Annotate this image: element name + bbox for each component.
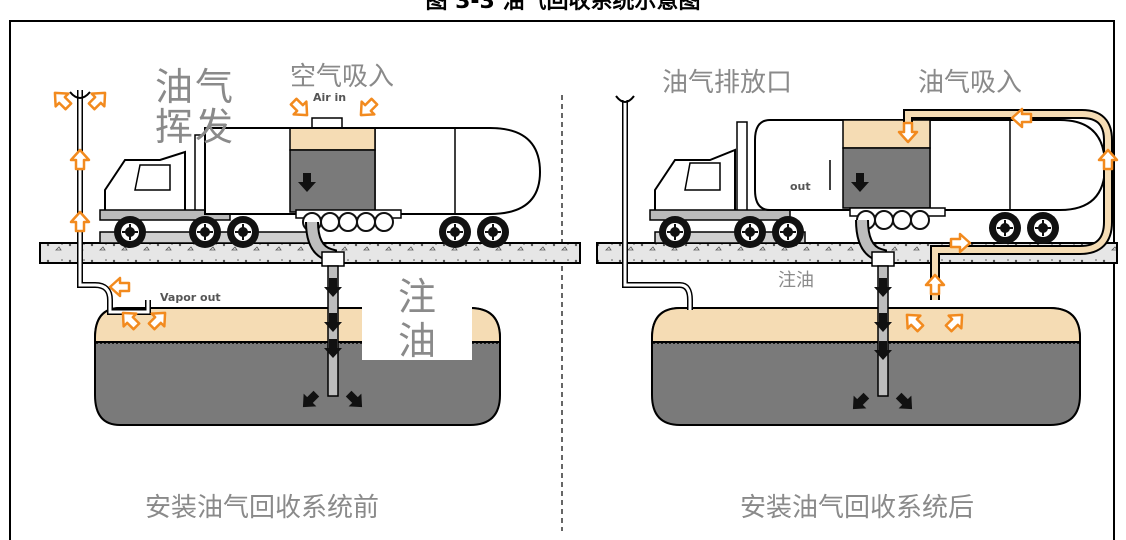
- orange-up-arrow-icon: [69, 148, 91, 171]
- right-panel: [596, 95, 1119, 426]
- evaporation-label-line2: 挥发: [155, 105, 236, 149]
- fueling-label-box: [362, 268, 472, 360]
- left-panel: [39, 85, 581, 426]
- out-label: out: [790, 180, 811, 193]
- truck-icon: [649, 119, 1107, 249]
- wheel-icon: [113, 215, 147, 249]
- vent-label: 油气排放口: [662, 68, 793, 98]
- figure-title: 图 3-3 油气回收系统示意图: [425, 0, 701, 14]
- air-intake-label: 空气吸入: [290, 62, 395, 92]
- fueling-label-line2: 油: [397, 319, 436, 363]
- left-caption: 安装油气回收系统前: [145, 493, 380, 523]
- fueling-label-line1: 注: [397, 275, 436, 319]
- vapor-return-hose: [903, 109, 1113, 300]
- figure-frame: [9, 20, 1115, 540]
- vapor-intake-label: 油气吸入: [918, 68, 1023, 98]
- right-caption: 安装油气回收系统后: [740, 493, 975, 523]
- air-in-label: Air in: [313, 91, 347, 104]
- truck-icon: [99, 117, 542, 249]
- vapor-out-label: Vapor out: [160, 291, 221, 304]
- underground-tank: [651, 307, 1081, 426]
- vent-cap-icon: [615, 95, 635, 103]
- vent-cap-icon: [69, 91, 91, 99]
- fueling-label: 注油: [778, 270, 814, 291]
- evaporation-label-line1: 油气: [155, 65, 236, 109]
- vent-pipe: [77, 90, 151, 315]
